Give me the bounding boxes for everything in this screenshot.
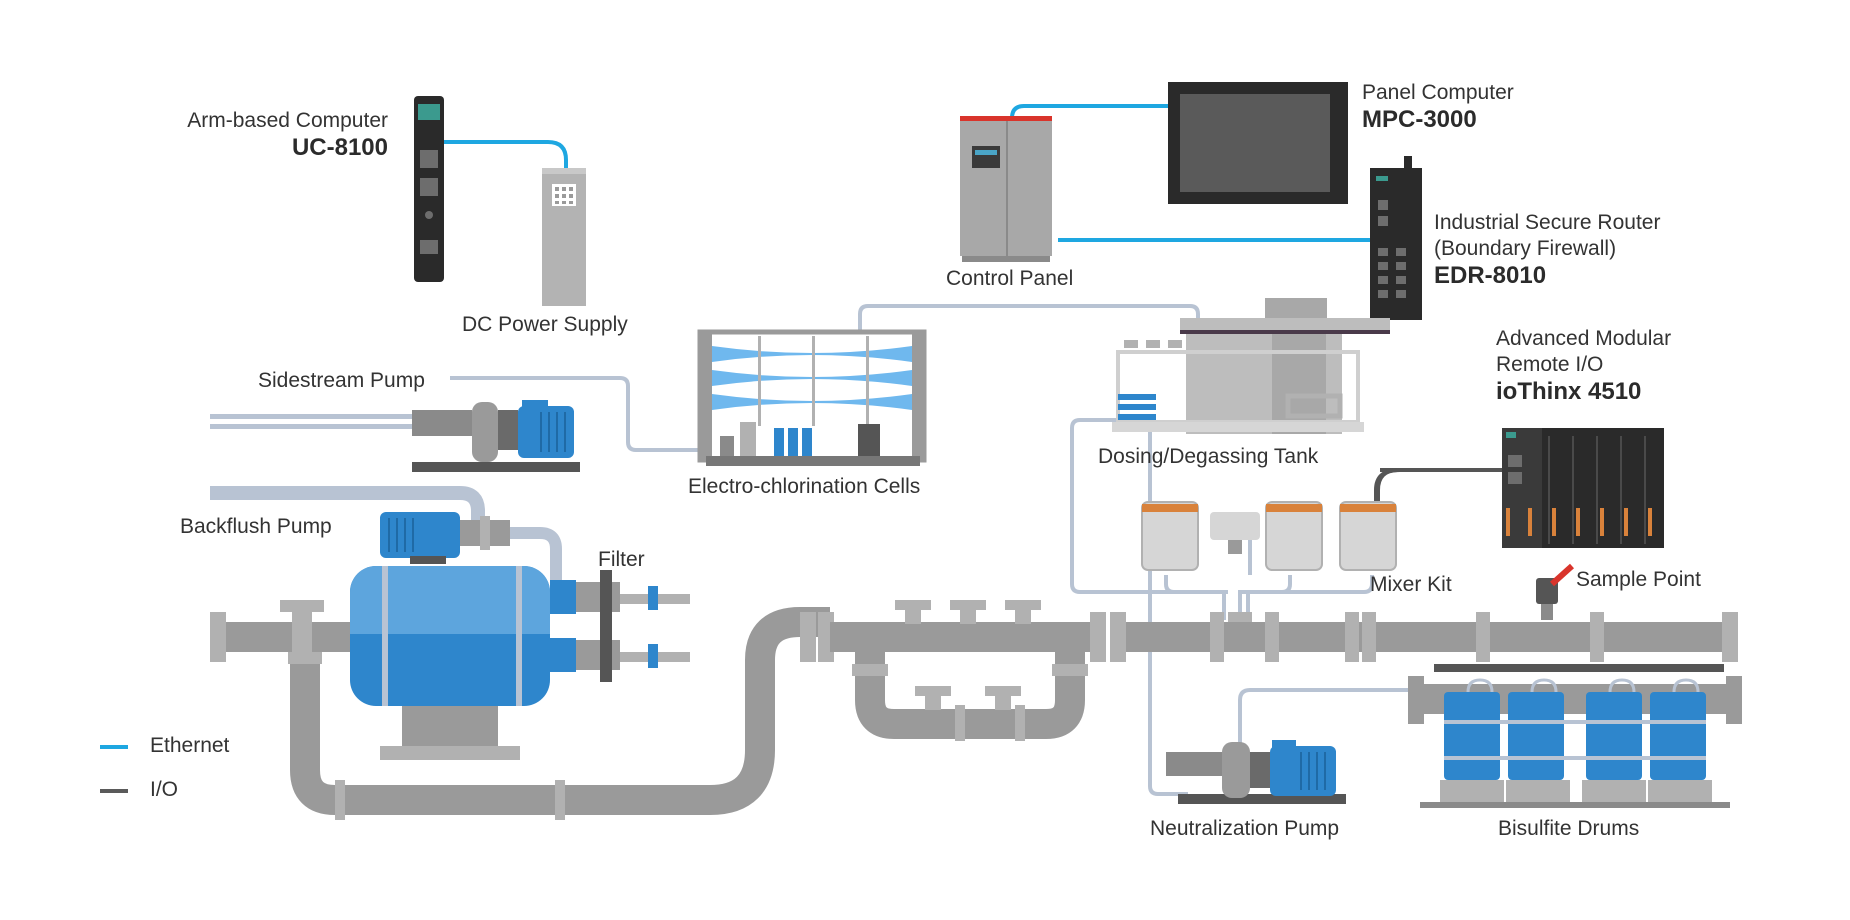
ethernet-line-control-mpc xyxy=(1010,104,1172,119)
label-edr8010: Industrial Secure Router (Boundary Firew… xyxy=(1434,210,1660,290)
label-control-panel: Control Panel xyxy=(946,267,1074,290)
ethernet-line-uc8100-dc xyxy=(440,140,568,170)
label-iothinx-desc1: Advanced Modular xyxy=(1496,327,1672,350)
label-edr-desc1: Industrial Secure Router xyxy=(1434,211,1661,234)
bisulfite-drums xyxy=(1408,664,1742,808)
main-pipeline xyxy=(210,600,1738,820)
label-edr-desc2: (Boundary Firewall) xyxy=(1434,237,1617,260)
sample-point xyxy=(1536,563,1575,620)
legend-ethernet-label: Ethernet xyxy=(150,734,230,757)
filter-tank xyxy=(350,566,690,760)
label-mixer-kit: Mixer Kit xyxy=(1370,573,1452,596)
label-iothinx-model: ioThinx 4510 xyxy=(1496,378,1642,405)
neutralization-pump xyxy=(1166,740,1346,804)
sidestream-inlet-pipes xyxy=(210,414,485,540)
label-sample-point: Sample Point xyxy=(1576,568,1701,591)
label-mpc3000: Panel Computer MPC-3000 xyxy=(1362,80,1514,134)
backflush-pump xyxy=(380,512,562,580)
label-backflush-pump: Backflush Pump xyxy=(180,515,332,538)
iothinx4510-remote-io xyxy=(1502,428,1664,548)
label-mpc-desc: Panel Computer xyxy=(1362,81,1514,104)
label-edr-model: EDR-8010 xyxy=(1434,262,1547,289)
edr8010-router xyxy=(1370,156,1422,320)
legend-io-label: I/O xyxy=(150,778,179,801)
label-uc8100-model: UC-8100 xyxy=(291,134,388,161)
uc8100-device xyxy=(414,96,444,282)
label-mpc-model: MPC-3000 xyxy=(1362,106,1477,133)
label-uc8100-desc: Arm-based Computer xyxy=(187,109,388,132)
control-panel-cabinet xyxy=(960,116,1052,262)
mpc3000-panel-computer xyxy=(1168,82,1348,204)
electro-chlorination-cells xyxy=(697,329,927,466)
label-iothinx: Advanced Modular Remote I/O ioThinx 4510 xyxy=(1496,326,1671,406)
legend-ethernet-swatch xyxy=(100,745,128,749)
label-electro-cells: Electro-chlorination Cells xyxy=(688,475,921,498)
label-bisulfite-drums: Bisulfite Drums xyxy=(1498,817,1640,840)
dosing-degassing-tank xyxy=(1112,298,1390,434)
label-dc-power: DC Power Supply xyxy=(462,313,628,336)
label-filter: Filter xyxy=(598,548,645,571)
label-uc8100: Arm-based Computer UC-8100 xyxy=(187,108,388,162)
label-sidestream-pump: Sidestream Pump xyxy=(258,369,425,392)
sidestream-pump xyxy=(412,400,580,472)
dc-power-supply xyxy=(542,168,586,306)
label-iothinx-desc2: Remote I/O xyxy=(1496,353,1604,376)
label-neutralization-pump: Neutralization Pump xyxy=(1150,817,1340,840)
control-tubing xyxy=(450,304,1420,796)
label-dosing-tank: Dosing/Degassing Tank xyxy=(1098,445,1319,468)
legend-io-swatch xyxy=(100,789,128,793)
io-line-iothinx-mixer xyxy=(1376,468,1510,505)
mixer-kit xyxy=(1141,501,1397,571)
